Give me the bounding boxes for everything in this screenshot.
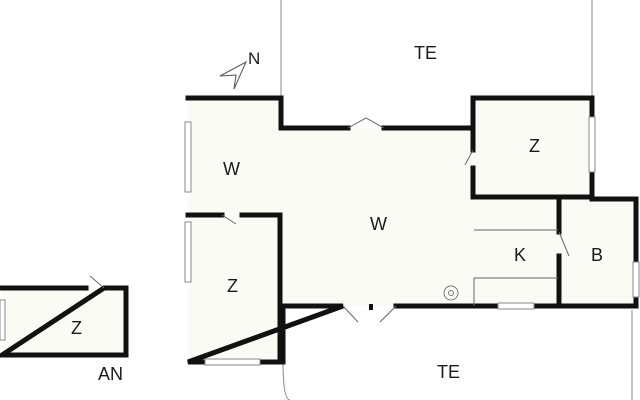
label-living-left: W xyxy=(223,159,240,179)
terrace-bottom xyxy=(282,310,633,400)
label-terrace-bottom: TE xyxy=(437,362,460,382)
label-bedroom-top-right: Z xyxy=(529,136,540,156)
door-bedroom-left xyxy=(221,214,237,225)
label-living-main: W xyxy=(370,214,387,234)
door-mullion xyxy=(369,304,373,310)
window-kitchen xyxy=(497,302,535,310)
terrace-top xyxy=(280,0,593,97)
sink-icon xyxy=(443,285,459,301)
label-bedroom-left: Z xyxy=(227,276,238,296)
window-bedroom-top-right xyxy=(588,116,596,173)
door-terrace-bottom xyxy=(342,305,397,323)
label-kitchen: K xyxy=(514,245,526,265)
north-arrow-icon xyxy=(219,60,248,90)
door-bathroom xyxy=(558,231,570,257)
north-label: N xyxy=(248,49,260,68)
window-bathroom xyxy=(632,261,640,298)
house-floor xyxy=(188,98,636,362)
label-annex: AN xyxy=(98,364,123,384)
window-bedroom-left-side xyxy=(184,221,192,283)
door-bedroom-top-right xyxy=(464,149,474,166)
door-terrace-top xyxy=(347,117,385,129)
label-bathroom: B xyxy=(591,245,603,265)
window-living-left xyxy=(184,121,192,193)
label-annex-room: Z xyxy=(71,318,82,338)
window-annex xyxy=(0,299,6,341)
bedroom-left-wall xyxy=(185,212,283,365)
kitchen-counter xyxy=(473,229,558,306)
label-terrace-top: TE xyxy=(414,43,437,63)
bedroom-top-right-wall xyxy=(470,125,595,200)
door-annex xyxy=(89,275,105,289)
annex-wall xyxy=(0,285,129,358)
window-bedroom-left-bottom xyxy=(204,358,261,366)
